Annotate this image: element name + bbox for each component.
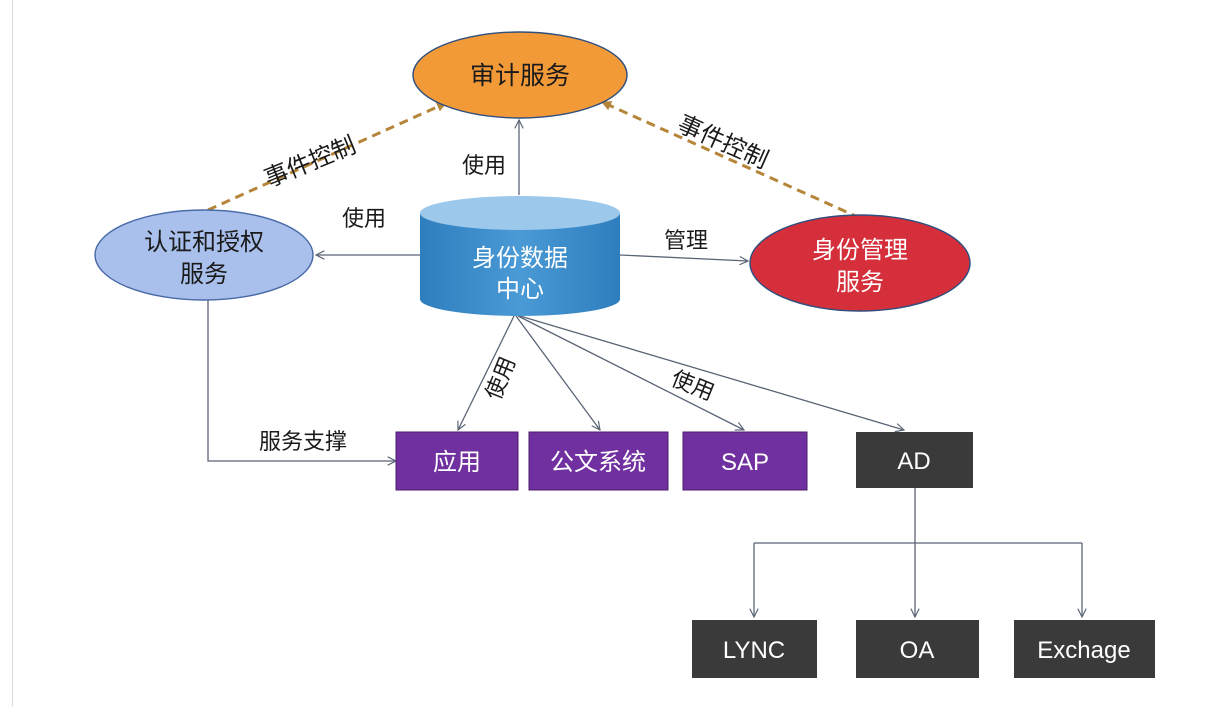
manage-arrow [619,254,748,261]
oa-label: OA [900,637,935,664]
manage-label: 管理 [664,229,708,254]
connector-lines [207,100,1082,617]
event-control-left-label: 事件控制 [260,131,359,193]
use-left-label: 使用 [342,207,386,232]
lync-label: LYNC [723,637,785,664]
identity-data-center-node: 身份数据 中心 [420,196,620,316]
use-app-label: 使用 [482,353,522,403]
audit-service-node: 审计服务 [412,31,628,119]
sap-box: SAP [682,431,808,491]
idc-label-line1: 身份数据 [472,244,568,272]
exchange-label: Exchage [1037,637,1130,664]
sap-label: SAP [721,449,769,476]
identity-management-node: 身份管理 服务 [749,214,971,312]
service-support-label: 服务支撑 [259,430,347,455]
oa-box: OA [856,620,979,678]
exchange-box: Exchage [1014,620,1155,678]
idm-label-line1: 身份管理 [812,236,908,264]
use-top-label: 使用 [462,154,506,179]
use-doc-arrow [515,315,600,430]
audit-label: 审计服务 [470,61,570,90]
use-app-arrow [458,315,515,430]
ad-box: AD [856,432,973,488]
event-control-right-arrow [601,100,861,220]
app-box: 应用 [395,431,519,491]
auth-label-line1: 认证和授权 [144,228,264,256]
doc-system-label: 公文系统 [550,448,646,476]
idm-label-line2: 服务 [836,268,884,296]
app-label: 应用 [433,448,481,476]
auth-label-line2: 服务 [180,260,228,288]
lync-box: LYNC [692,620,817,678]
use-ad-arrow [519,315,904,430]
auth-service-node: 认证和授权 服务 [94,209,314,301]
service-support-arrow [207,300,396,461]
ad-label: AD [897,448,930,475]
use-sap-arrow [517,315,744,430]
left-border [12,0,13,706]
doc-system-box: 公文系统 [528,431,669,491]
idc-label-line2: 中心 [496,275,544,303]
event-control-left-arrow [207,101,447,212]
